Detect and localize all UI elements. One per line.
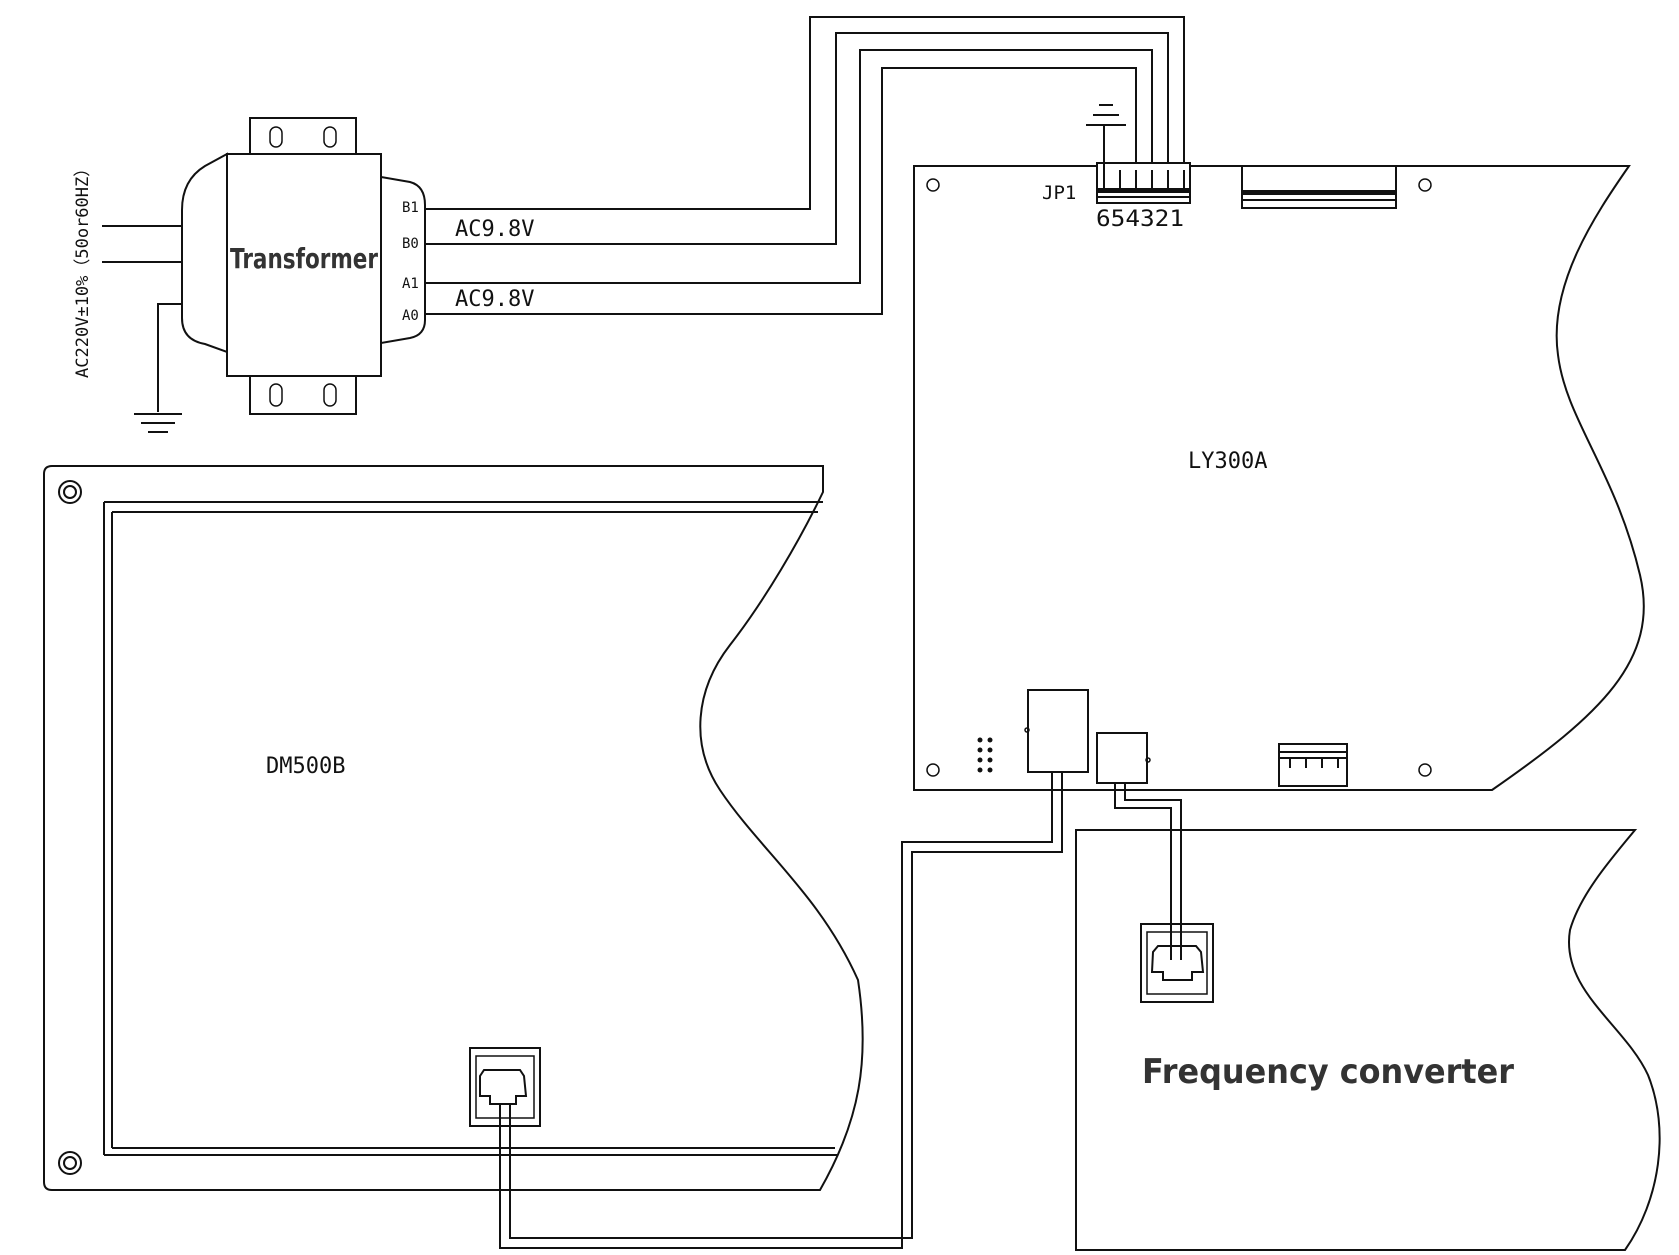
mounting-screw — [58, 480, 82, 504]
rj45-jack-display — [469, 1047, 541, 1127]
comm-connector-large — [1027, 689, 1089, 773]
secondary-wiring: AC9.8V AC9.8V — [425, 16, 1185, 315]
mounting-hole — [1418, 178, 1432, 192]
mounting-hole — [926, 178, 940, 192]
frequency-converter: Frequency converter — [1075, 829, 1661, 1251]
rj45-jack-inverter — [1140, 923, 1214, 1003]
voltage-label-bottom: AC9.8V — [455, 287, 534, 312]
terminal-a1-label: A1 — [402, 276, 419, 292]
terminal-b0-label: B0 — [402, 236, 419, 252]
bottom-connector — [1278, 743, 1348, 787]
voltage-label-top: AC9.8V — [455, 217, 534, 242]
terminal-b1-label: B1 — [402, 200, 419, 216]
mounting-hole — [1418, 763, 1432, 777]
ground-symbol-power — [134, 413, 182, 433]
pin-pad — [977, 737, 993, 773]
header-connector — [1241, 165, 1397, 209]
cable-display-to-board — [499, 772, 1063, 1249]
display-board: DM500B — [43, 465, 864, 1191]
main-board-label: LY300A — [1188, 449, 1267, 474]
power-input: AC220V±10%（50or60HZ） — [73, 160, 182, 433]
transformer: Transformer B1 B0 A1 A0 — [181, 117, 426, 415]
comm-connector-small — [1096, 732, 1148, 784]
inverter-label: Frequency converter — [1142, 1052, 1514, 1092]
jp1-label: JP1 — [1042, 182, 1076, 204]
power-input-label: AC220V±10%（50or60HZ） — [73, 160, 93, 378]
jp1-pin-numbers: 654321 — [1096, 207, 1184, 232]
jp1-connector: JP1 654321 — [1042, 162, 1191, 232]
cable-board-to-inverter — [1114, 783, 1182, 960]
mounting-screw — [58, 1151, 82, 1175]
terminal-a0-label: A0 — [402, 308, 419, 324]
main-board: LY300A JP1 654321 — [913, 104, 1645, 791]
display-board-label: DM500B — [266, 754, 345, 779]
transformer-label: Transformer — [230, 242, 378, 275]
mounting-hole — [926, 763, 940, 777]
ground-symbol-jp1 — [1086, 104, 1126, 170]
